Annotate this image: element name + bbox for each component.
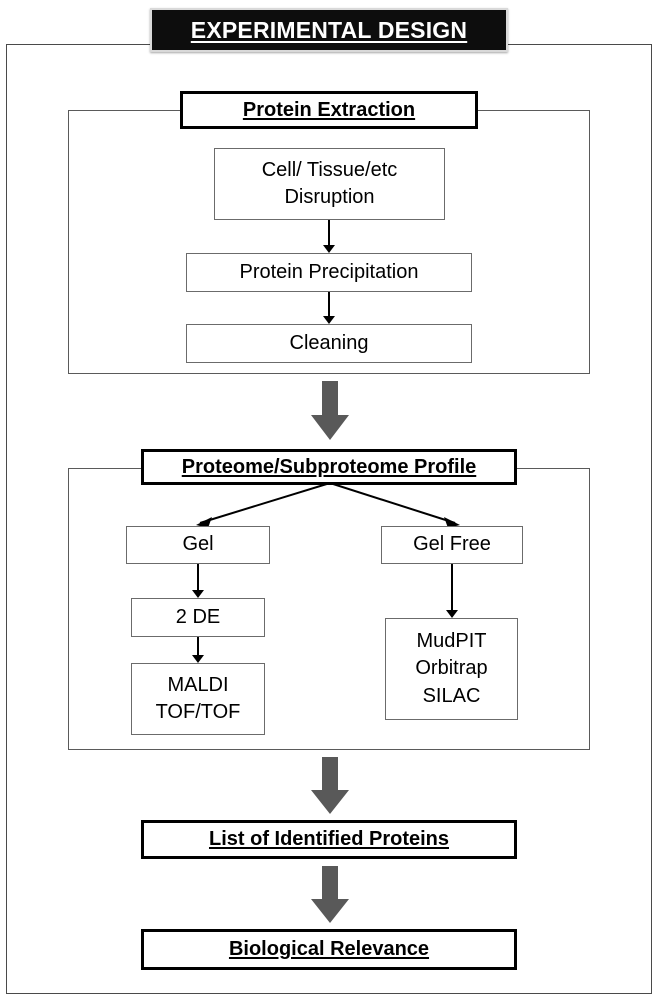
arrow-head: [323, 316, 335, 324]
step-line: Cleaning: [289, 331, 369, 354]
page-title: EXPERIMENTAL DESIGN: [190, 16, 468, 43]
section-header-label: Proteome/Subproteome Profile: [181, 455, 477, 478]
step-line: Orbitrap: [415, 657, 488, 680]
down-block-arrow-icon: [311, 381, 349, 440]
step-line: Disruption: [284, 186, 375, 208]
arrow-stem: [328, 292, 330, 317]
step-box-cleaning: Cleaning: [186, 324, 472, 363]
arrow-stem: [451, 564, 453, 611]
step-box-maldi-tof: MALDI TOF/TOF: [131, 663, 265, 735]
down-block-arrow-icon: [311, 757, 349, 814]
step-box-2de: 2 DE: [131, 598, 265, 637]
step-box-gelfree-technologies: MudPIT Orbitrap SILAC: [385, 618, 518, 720]
section-header-label: Protein Extraction: [242, 98, 416, 121]
section-header-proteome-profile: Proteome/Subproteome Profile: [141, 449, 517, 485]
down-arrow-icon: [322, 220, 336, 253]
diagram-title-banner: EXPERIMENTAL DESIGN: [150, 8, 508, 52]
outcome-box-list-of-identified-proteins: List of Identified Proteins: [141, 820, 517, 859]
step-line: 2 DE: [175, 605, 221, 628]
outcome-label: List of Identified Proteins: [208, 828, 449, 850]
arrow-head: [446, 610, 458, 618]
branch-label: Gel: [182, 533, 214, 556]
arrow-stem: [197, 637, 199, 656]
branch-box-gel-free: Gel Free: [381, 526, 523, 564]
arrow-head: [192, 655, 204, 663]
down-arrow-icon: [191, 564, 205, 598]
step-line: MudPIT: [416, 630, 487, 653]
step-line: Cell/ Tissue/etc: [261, 158, 398, 181]
branch-arrow-icon: [196, 483, 460, 528]
outcome-label: Biological Relevance: [228, 938, 430, 960]
down-arrow-icon: [322, 292, 336, 324]
arrow-stem: [328, 220, 330, 246]
step-box-disruption: Cell/ Tissue/etc Disruption: [214, 148, 445, 220]
step-line: SILAC: [422, 684, 481, 707]
branch-label: Gel Free: [413, 533, 491, 556]
down-arrow-icon: [445, 564, 459, 618]
outcome-box-biological-relevance: Biological Relevance: [141, 929, 517, 970]
step-line: MALDI: [167, 673, 229, 696]
step-line: TOF/TOF: [155, 701, 241, 723]
down-block-arrow-icon: [311, 866, 349, 923]
step-box-protein-precipitation: Protein Precipitation: [186, 253, 472, 292]
step-line: Protein Precipitation: [239, 260, 419, 283]
section-header-protein-extraction: Protein Extraction: [180, 91, 478, 129]
arrow-head: [323, 245, 335, 253]
down-arrow-icon: [191, 637, 205, 663]
arrow-stem: [197, 564, 199, 591]
arrow-head: [192, 590, 204, 598]
branch-box-gel: Gel: [126, 526, 270, 564]
